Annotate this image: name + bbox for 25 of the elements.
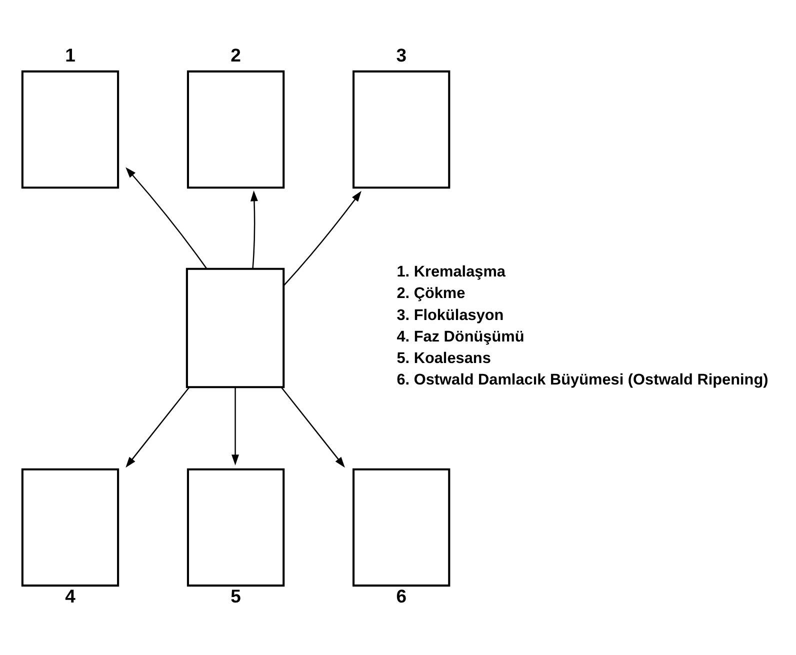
- node-label: 3: [396, 44, 406, 66]
- node-label: 6: [396, 584, 406, 606]
- node-box: [186, 70, 285, 188]
- arrow: [280, 386, 345, 468]
- node-box: [186, 468, 285, 586]
- arrow: [283, 190, 362, 286]
- node-label: 1: [65, 44, 76, 66]
- label: 3. Flokülasyon: [396, 306, 504, 324]
- label: 2. Çökme: [396, 284, 466, 302]
- node-box: [352, 70, 450, 188]
- label: 5. Koalesans: [396, 349, 491, 366]
- node-box: [186, 267, 285, 388]
- arrow: [250, 190, 258, 268]
- node-box: [21, 468, 120, 586]
- node-box: [352, 468, 450, 586]
- node-label: 2: [230, 44, 241, 66]
- arrow: [126, 386, 190, 468]
- label: 6. Ostwald Damlacık Büyümesi (Ostwald Ripening): [396, 371, 768, 388]
- arrow: [232, 386, 240, 465]
- label: 1. Kremalaşma: [396, 263, 506, 280]
- label: 4. Faz Dönüşümü: [396, 328, 524, 345]
- arrow: [126, 166, 208, 269]
- node-label: 5: [230, 584, 241, 606]
- node-box: [21, 70, 120, 188]
- node-label: 4: [65, 584, 76, 606]
